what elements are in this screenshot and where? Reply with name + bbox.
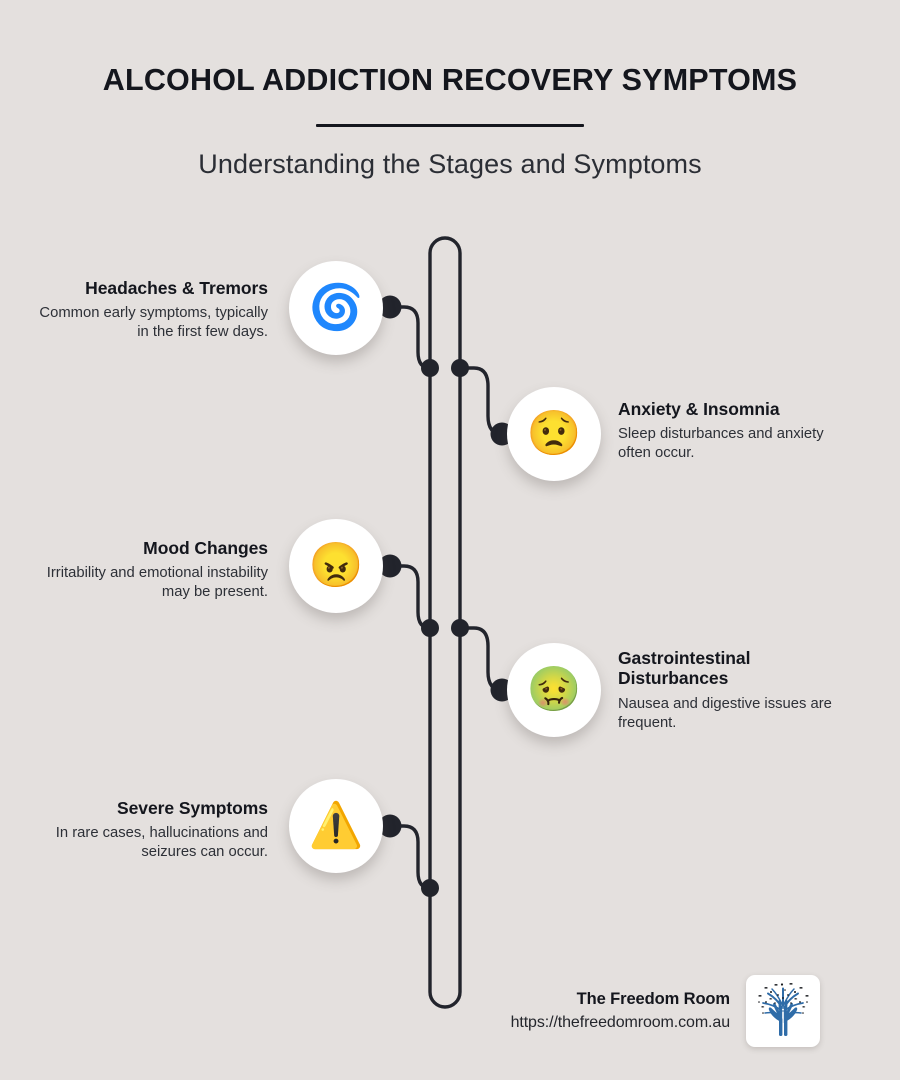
- symptom-title: Headaches & Tremors: [85, 278, 268, 298]
- worried-face-icon: 😟: [526, 409, 582, 458]
- symptom-title: Anxiety & Insomnia: [618, 399, 780, 419]
- branch-path-1: [388, 305, 432, 370]
- symptom-icon-bubble-severe-symptoms[interactable]: ⚠️: [289, 779, 383, 873]
- symptom-icon-bubble-headaches-tremors[interactable]: 🌀: [289, 261, 383, 355]
- symptom-description: Nausea and digestive issues are frequent…: [618, 695, 832, 731]
- page-title: ALCOHOL ADDICTION RECOVERY SYMPTOMS: [102, 63, 798, 97]
- symptom-text-mood-changes: Mood Changes Irritability and emotional …: [32, 538, 268, 602]
- branch-path-3: [388, 564, 432, 630]
- node-dot-small-3: [421, 619, 439, 637]
- brand-url[interactable]: https://thefreedomroom.com.au: [510, 1014, 731, 1031]
- symptom-text-anxiety-insomnia: Anxiety & Insomnia Sleep disturbances an…: [618, 399, 854, 463]
- node-dot-small-5: [421, 879, 439, 897]
- title-divider: [316, 124, 584, 127]
- node-dot-small-1: [421, 359, 439, 377]
- header: ALCOHOL ADDICTION RECOVERY SYMPTOMS Unde…: [0, 0, 900, 180]
- warning-triangle-icon: ⚠️: [308, 801, 364, 850]
- symptom-text-severe-symptoms: Severe Symptoms In rare cases, hallucina…: [32, 798, 268, 862]
- cyclone-spiral-icon: 🌀: [308, 283, 364, 332]
- footer-branding: The Freedom Room https://thefreedomroom.…: [440, 975, 820, 1047]
- symptom-description: In rare cases, hallucinations and seizur…: [55, 825, 268, 861]
- symptom-title: Mood Changes: [143, 538, 268, 558]
- page-subtitle: Understanding the Stages and Symptoms: [198, 149, 702, 179]
- symptom-title: Severe Symptoms: [117, 798, 268, 818]
- angry-face-icon: 😠: [308, 541, 364, 590]
- branch-path-4: [458, 626, 504, 692]
- nauseated-face-icon: 🤢: [526, 665, 582, 714]
- branch-path-2: [458, 366, 504, 436]
- brand-logo-box: [746, 975, 820, 1047]
- symptom-description: Sleep disturbances and anxiety often occ…: [618, 426, 824, 462]
- symptom-icon-bubble-mood-changes[interactable]: 😠: [289, 519, 383, 613]
- node-dot-small-4: [451, 619, 469, 637]
- symptom-text-gastrointestinal: Gastrointestinal Disturbances Nausea and…: [618, 648, 854, 732]
- symptom-icon-bubble-gastrointestinal[interactable]: 🤢: [507, 643, 601, 737]
- branch-path-5: [388, 824, 432, 890]
- symptom-description: Irritability and emotional instability m…: [46, 565, 268, 601]
- tree-with-birds-logo: [758, 983, 809, 1036]
- node-dot-small-2: [451, 359, 469, 377]
- brand-name: The Freedom Room: [576, 990, 730, 1008]
- footer-text-group: The Freedom Room https://thefreedomroom.…: [510, 990, 731, 1032]
- symptom-description: Common early symptoms, typically in the …: [39, 305, 268, 341]
- spine-path: [428, 236, 462, 1009]
- symptom-text-headaches-tremors: Headaches & Tremors Common early symptom…: [32, 278, 268, 342]
- symptom-title: Gastrointestinal Disturbances: [618, 648, 751, 689]
- symptom-icon-bubble-anxiety-insomnia[interactable]: 😟: [507, 387, 601, 481]
